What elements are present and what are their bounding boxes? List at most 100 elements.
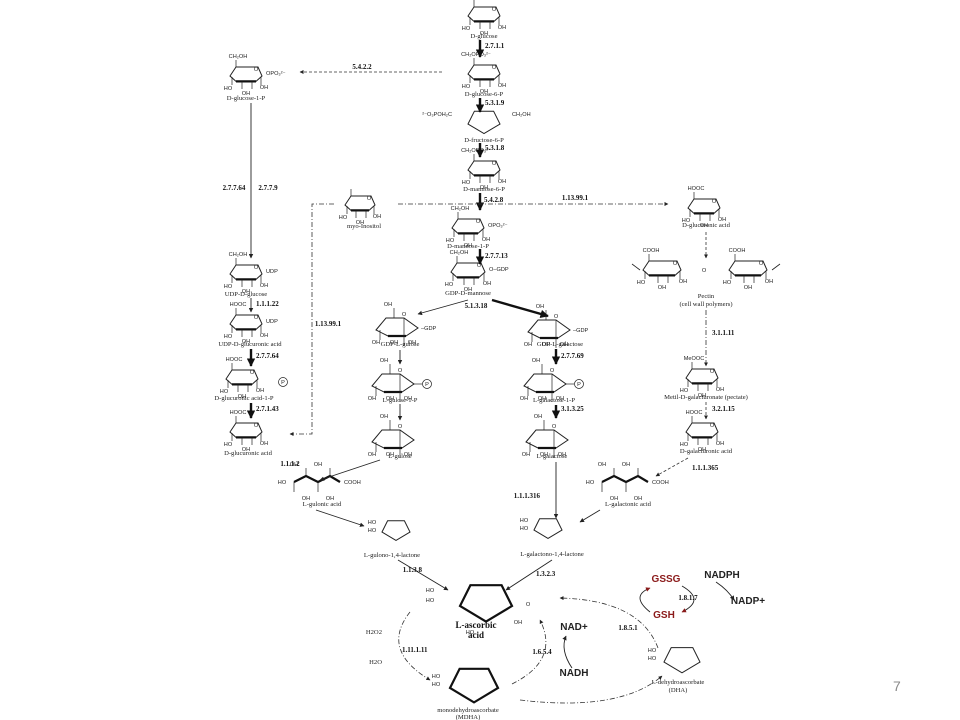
struct-myo-inositol-oh2: OH — [373, 214, 381, 220]
struct-metil-galacturonate-oh1: OH — [698, 393, 706, 399]
struct-gulonic-ho: HO — [278, 480, 287, 486]
struct-pectin-a-oh1: OH — [658, 285, 666, 291]
struct-pectin-b — [728, 254, 768, 283]
atom-mdha-ho1: HO — [432, 674, 441, 680]
struct-mannose-1-p — [451, 212, 485, 241]
struct-mannose-6-p-oh1: OH — [480, 185, 488, 191]
struct-udp-glucuronic-right: UDP — [266, 319, 278, 325]
struct-udp-glucose-o: O — [254, 265, 259, 271]
struct-metil-galacturonate-oh2: OH — [716, 387, 724, 393]
struct-l-galactose-oh4: OH — [534, 414, 542, 420]
struct-mannose-1-p-o: O — [476, 219, 481, 225]
struct-udp-glucuronic-oh1: OH — [242, 339, 250, 345]
struct-metil-galacturonate-o: O — [710, 369, 715, 375]
arrow-nadh-to-nad — [562, 635, 573, 669]
struct-gulonic-cooh: COOH — [344, 480, 361, 486]
struct-l-galactose-o: O — [552, 424, 557, 430]
label-gdp-gulose: GDP-L-gulose — [381, 341, 420, 348]
slide-number: 7 — [893, 678, 901, 694]
arrow-inositol-to-glca-left — [289, 203, 334, 436]
struct-gdp-gulose-oh1: OH — [372, 340, 380, 346]
struct-d-glucose-oh1: OH — [480, 31, 488, 37]
struct-gulonic-oh3: OH — [302, 496, 310, 502]
struct-galactose-1-p-oh3: OH — [556, 396, 564, 402]
struct-udp-glucose-right: UDP — [266, 269, 278, 275]
struct-pectin-b-top: COOH — [729, 248, 746, 254]
struct-gulose-1-p-o: O — [398, 368, 403, 374]
struct-gdp-galactose-oh3: OH — [560, 342, 568, 348]
ec-5-4-2-2: 5.4.2.2 — [352, 63, 372, 71]
atom-dha-ho1: HO — [648, 648, 657, 654]
arrow-gulose-to-gulonic — [319, 459, 381, 481]
struct-galactose-1-p-oh4: OH — [532, 358, 540, 364]
struct-udp-glucose-top: CH₂OH — [229, 252, 248, 258]
ec-3-1-3-25: 3.1.3.25 — [561, 405, 584, 413]
struct-udp-glucuronic-oh2: OH — [260, 333, 268, 339]
struct-udp-glucose-ho: HO — [224, 284, 233, 290]
struct-glucuronic-left-oh1: OH — [242, 447, 250, 453]
struct-galactonic-oh2: OH — [622, 462, 630, 468]
arrow-gdpman-to-gdpgulose — [417, 299, 469, 316]
struct-glucuronic-left-top: HOOC — [230, 410, 247, 416]
ec-1-8-1-7: 1.8.1.7 — [678, 594, 698, 602]
struct-glucuronic-1-p-oh2: OH — [256, 388, 264, 394]
struct-glucose-1-p-oh1: OH — [242, 91, 250, 97]
arrow-mdha-to-dha — [519, 675, 663, 704]
ec-1-11-1-11: 1.11.1.11 — [402, 646, 428, 654]
label-gdp-mannose: GDP-D-mannose — [445, 290, 491, 297]
label-mannose-6-p: D-mannose-6-P — [463, 186, 505, 193]
struct-galacturonic-oh2: OH — [716, 441, 724, 447]
atom-gulono-ho1: HO — [368, 520, 377, 526]
atom-glucuronic-1-p-p: P — [281, 380, 285, 386]
struct-myo-inositol-oh1: OH — [356, 220, 364, 226]
arrow-dha-to-ascorbate — [559, 596, 659, 649]
struct-glucose-6-p-top: CH₂OPO₃²⁻ — [461, 52, 491, 58]
struct-gdp-mannose-oh1: OH — [464, 287, 472, 293]
struct-glucuronic-left-ho: HO — [224, 442, 233, 448]
struct-gdp-galactose-oh4: OH — [536, 304, 544, 310]
atom-f6p-ch2oh: CH₂OH — [512, 112, 531, 118]
struct-myo-inositol — [344, 189, 376, 218]
atom-pectin-link: O — [702, 268, 707, 274]
struct-pectin-a-o: O — [673, 261, 678, 267]
struct-galactonic-cooh: COOH — [652, 480, 669, 486]
struct-mannose-1-p-right: OPO₃²⁻ — [488, 223, 508, 229]
atom-f6p-phos: ²⁻O₃POH₂C — [422, 112, 452, 118]
struct-glucose-1-p-ho: HO — [224, 86, 233, 92]
arrow-galactono-to-ascorbate — [505, 559, 553, 591]
ec-1-1-1-365: 1.1.1.365 — [692, 464, 719, 472]
label-gsh: GSH — [653, 610, 675, 621]
label-galactono-lactone: L-galactono-1,4-lactone — [520, 551, 584, 558]
ec-2-7-7-64-a: 2.7.7.64 — [223, 184, 246, 192]
struct-gdp-gulose-o: O — [402, 312, 407, 318]
struct-gdp-gulose-oh4: OH — [384, 302, 392, 308]
struct-glucose-6-p-oh1: OH — [480, 89, 488, 95]
struct-mannose-6-p — [467, 154, 501, 183]
label-dha-1: L-dehydroascorbate — [652, 679, 705, 686]
struct-pectin-a-top: COOH — [643, 248, 660, 254]
struct-l-gulose-oh4: OH — [380, 414, 388, 420]
struct-l-gulose — [371, 420, 415, 458]
struct-gulonic-oh4: OH — [326, 496, 334, 502]
struct-gdp-gulose-oh3: OH — [408, 340, 416, 346]
struct-udp-glucose-oh2: OH — [260, 283, 268, 289]
struct-pectin-a-oh2: OH — [679, 279, 687, 285]
struct-mannose-1-p-oh1: OH — [464, 243, 472, 249]
struct-gdp-gulose-tail: –GDP — [421, 326, 437, 332]
struct-pectin-b-o: O — [759, 261, 764, 267]
label-myo-inositol: myo-Inositol — [347, 223, 381, 230]
arrow-mdha-to-ascorbate — [511, 619, 547, 685]
label-nadp-plus: NADP+ — [731, 596, 765, 607]
struct-pectin-b-oh2: OH — [765, 279, 773, 285]
struct-dha — [663, 647, 701, 674]
struct-gdp-mannose-top: CH₂OH — [450, 250, 469, 256]
struct-gulose-1-p-oh3: OH — [404, 396, 412, 402]
arrow-gdpman-to-gdpgalactose — [491, 298, 549, 318]
struct-udp-glucuronic-o: O — [254, 315, 259, 321]
ec-2-7-7-9: 2.7.7.9 — [258, 184, 278, 192]
atom-asc-o: O — [526, 602, 531, 608]
struct-glucose-1-p-o: O — [254, 67, 259, 73]
struct-glucuronic-right-top: HOOC — [688, 186, 705, 192]
struct-glucuronic-right — [687, 192, 721, 221]
